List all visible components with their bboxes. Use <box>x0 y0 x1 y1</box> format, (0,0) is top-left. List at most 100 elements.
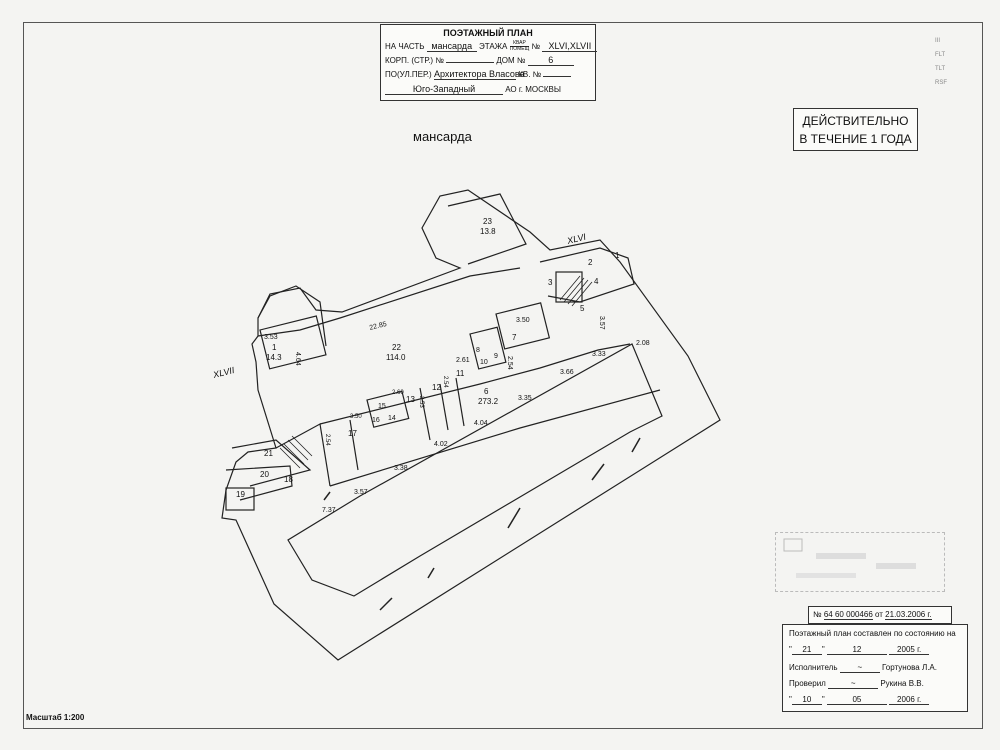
house-number-field: 6 <box>527 55 574 66</box>
rooms-8-10-box <box>469 326 507 370</box>
room-number: 18 <box>284 475 293 484</box>
left-bay <box>257 285 327 347</box>
unit-label-left: XLVII <box>211 365 236 380</box>
room-1-box <box>259 315 327 370</box>
hall-wall <box>257 267 521 337</box>
dimension: 2.54 <box>324 434 330 446</box>
dimension: 2.54 <box>506 356 513 370</box>
dimension: 3.57 <box>598 316 605 330</box>
terrace-posts <box>323 437 641 611</box>
dimension: 3.35 <box>518 395 532 402</box>
room-number: 9 <box>494 353 498 360</box>
room-number: 15 <box>378 403 386 410</box>
room-number: 1 <box>615 251 620 260</box>
main-corridor-wall <box>319 343 631 425</box>
room-number: 7 <box>512 333 517 342</box>
corner-marks: III FLT TLT RSF <box>935 34 947 90</box>
dimension: 2.53 <box>418 396 424 408</box>
dimension: 3.33 <box>592 351 606 358</box>
floor-name-field: мансарда <box>426 41 477 52</box>
header-row-street: ПО(УЛ.ПЕР.) Архитектора Власова КВ. № <box>385 69 572 80</box>
room-number: 11 <box>456 369 465 378</box>
rooms-18-20-wall <box>225 465 293 501</box>
dimension: 2.61 <box>456 357 470 364</box>
room-number: 17 <box>348 429 357 438</box>
room-number: 20 <box>260 470 269 479</box>
corner-mark: FLT <box>935 52 946 58</box>
room-area: 13.8 <box>480 227 496 236</box>
dimension: 3.50 <box>516 317 530 324</box>
corner-mark: RSF <box>935 80 947 86</box>
room-number: 10 <box>480 359 488 366</box>
room-area: 273.2 <box>478 397 499 406</box>
corner-mark: TLT <box>935 66 946 72</box>
checker-signature: ~ <box>828 679 879 689</box>
dimension: 3.57 <box>354 489 368 496</box>
dimension: 2.54 <box>442 376 448 388</box>
sheet-frame <box>23 22 983 729</box>
building-outline <box>221 189 721 661</box>
room-7-box <box>495 302 551 350</box>
room-number: 21 <box>264 449 273 458</box>
room-23-walls <box>447 193 527 265</box>
faded-stamp-marks <box>783 538 916 578</box>
dimension: 4.02 <box>434 441 448 448</box>
room-number: 8 <box>476 347 480 354</box>
state-date: "21" 12 2005 г. <box>789 645 930 655</box>
header-title: ПОЭТАЖНЫЙ ПЛАН <box>443 28 533 38</box>
corner-mark: III <box>935 38 941 44</box>
front-wall <box>329 389 661 487</box>
room-number: 2 <box>588 258 593 267</box>
dimension: 4.64 <box>294 352 301 366</box>
room-number: 19 <box>236 490 245 499</box>
stair-left-wall <box>231 439 312 487</box>
header-row-building: КОРП. (СТР.) № ДОМ № 6 <box>385 55 574 66</box>
room-number: 22 <box>392 343 401 352</box>
dimension: 2.60 <box>392 390 404 396</box>
room-number: 14 <box>388 415 396 422</box>
room-number: 1 <box>272 343 277 352</box>
stair-hatching <box>279 275 593 469</box>
room-19-box <box>225 487 255 511</box>
dimension: 4.04 <box>474 420 488 427</box>
room-area: 14.3 <box>266 353 282 362</box>
units-field: XLVI,XLVII <box>542 41 598 52</box>
executor-signature: ~ <box>839 663 880 673</box>
room-number: 3 <box>548 278 553 287</box>
partition-walls <box>349 419 359 471</box>
dimension: 3.50 <box>350 414 362 420</box>
street-field: Архитектора Власова <box>433 69 525 80</box>
room-number: 6 <box>484 387 489 396</box>
dimension: 3.53 <box>264 334 278 341</box>
room-number: 5 <box>580 304 585 313</box>
right-unit-walls <box>539 247 635 303</box>
dimension: 2.08 <box>636 340 650 347</box>
floor-label: мансарда <box>413 129 472 144</box>
room-number: 12 <box>432 383 441 392</box>
unit-label-right: XLVI <box>565 232 587 247</box>
checker-row: Проверил ~ Рукина В.В. <box>789 679 924 689</box>
dimension: 3.66 <box>560 369 574 376</box>
dimension: 3.38 <box>394 465 408 472</box>
room-number: 16 <box>372 417 380 424</box>
plan-header-form: ПОЭТАЖНЫЙ ПЛАН НА ЧАСТЬ мансарда ЭТАЖА К… <box>380 24 598 101</box>
rooms-14-16-box <box>366 390 410 428</box>
scale-label: Масштаб 1:200 <box>26 713 85 722</box>
room-number: 23 <box>483 217 492 226</box>
validity-stamp: ДЕЙСТВИТЕЛЬНО В ТЕЧЕНИЕ 1 ГОДА <box>793 108 918 151</box>
compiled-info-box: Поэтажный план составлен по состоянию на… <box>782 624 968 712</box>
registration-number: № 64 60 000466 от 21.03.2006 г. <box>808 606 952 624</box>
dimension: 22.85 <box>369 321 388 332</box>
check-date: "10" 05 2006 г. <box>789 695 930 705</box>
dimension: 7.37 <box>322 507 336 514</box>
district-field: Юго-Западный <box>385 84 503 95</box>
header-row-district: Юго-Западный АО г. МОСКВЫ <box>385 84 561 95</box>
room-number: 13 <box>406 395 415 404</box>
hall-wall-lower <box>275 423 331 487</box>
terrace-outline <box>287 343 663 597</box>
faded-stamp <box>775 532 945 592</box>
